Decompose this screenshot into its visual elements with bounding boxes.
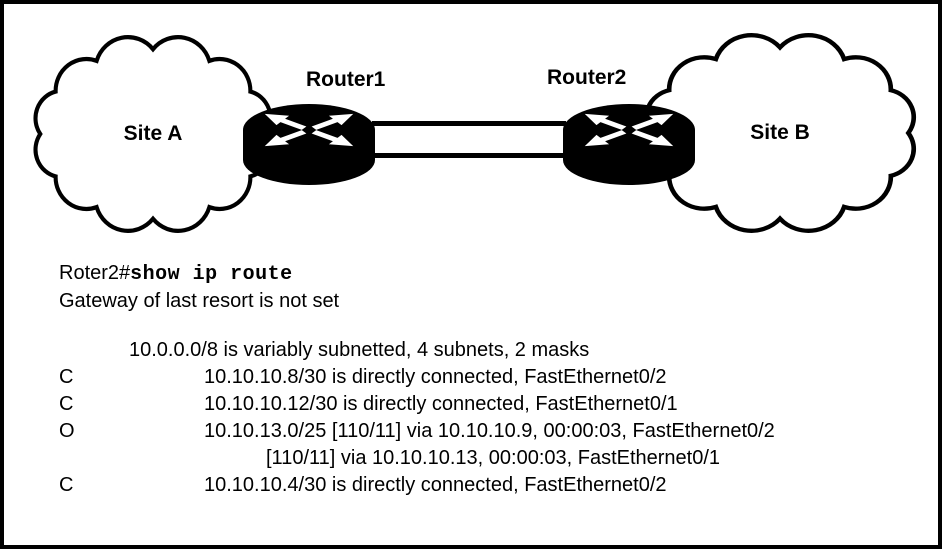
arrow-se-icon <box>311 130 354 147</box>
arrow-nw-icon <box>584 113 627 130</box>
route-text: 10.10.10.12/30 is directly connected, Fa… <box>204 393 678 415</box>
arrow-sw-icon <box>264 130 307 147</box>
route-line: C 10.10.10.8/30 is directly connected, F… <box>59 364 919 391</box>
cloud-shape <box>643 33 917 233</box>
site-a-cloud: Site A <box>30 28 276 240</box>
arrow-ne-icon <box>311 113 354 130</box>
route-text: 10.10.10.8/30 is directly connected, Fas… <box>204 366 667 388</box>
gateway-line: Gateway of last resort is not set <box>59 290 340 312</box>
route-line: [110/11] via 10.10.10.13, 00:00:03, Fast… <box>59 445 919 472</box>
route-code: C <box>59 366 74 388</box>
arrow-se-icon <box>631 130 674 147</box>
cli-prompt: Roter2# <box>59 262 131 284</box>
router1-icon <box>239 96 379 188</box>
route-line: C 10.10.10.12/30 is directly connected, … <box>59 391 919 418</box>
arrow-sw-icon <box>584 130 627 147</box>
arrow-ne-icon <box>631 113 674 130</box>
cli-command: show ip route <box>130 263 293 286</box>
router-top <box>243 104 375 156</box>
site-a-label: Site A <box>123 122 183 145</box>
route-table: 10.0.0.0/8 is variably subnetted, 4 subn… <box>59 337 919 499</box>
router1-label: Router1 <box>306 68 386 91</box>
route-line: C 10.10.10.4/30 is directly connected, F… <box>59 472 919 499</box>
router2-label: Router2 <box>547 66 627 89</box>
router-arrows <box>264 113 354 147</box>
route-line: 10.0.0.0/8 is variably subnetted, 4 subn… <box>59 337 919 364</box>
cloud-outline-path <box>643 33 917 233</box>
route-text: 10.10.10.4/30 is directly connected, Fas… <box>204 474 667 496</box>
router-arrows <box>584 113 674 147</box>
router-top <box>563 104 695 156</box>
site-b-cloud: Site B <box>640 26 920 240</box>
route-code <box>59 445 129 472</box>
cli-output: Roter2#show ip route Gateway of last res… <box>59 260 919 499</box>
route-text: 10.10.13.0/25 [110/11] via 10.10.10.9, 0… <box>204 420 775 442</box>
cloud-shape <box>33 35 273 233</box>
route-text: [110/11] via 10.10.10.13, 00:00:03, Fast… <box>266 447 721 469</box>
route-text: 10.0.0.0/8 is variably subnetted, 4 subn… <box>129 339 590 361</box>
arrow-nw-icon <box>264 113 307 130</box>
router-icon <box>563 104 695 185</box>
cli-command-line: Roter2#show ip route <box>59 260 919 288</box>
router-link-line-bottom <box>372 153 566 158</box>
cloud-outline-path <box>33 35 273 233</box>
router-icon <box>243 104 375 185</box>
route-code <box>59 337 129 364</box>
site-b-label: Site B <box>750 121 810 144</box>
route-code: C <box>59 474 74 496</box>
router2-icon <box>559 96 699 188</box>
route-code: O <box>59 420 75 442</box>
router-link-line-top <box>372 121 566 126</box>
route-code: C <box>59 393 74 415</box>
route-line: O 10.10.13.0/25 [110/11] via 10.10.10.9,… <box>59 418 919 445</box>
